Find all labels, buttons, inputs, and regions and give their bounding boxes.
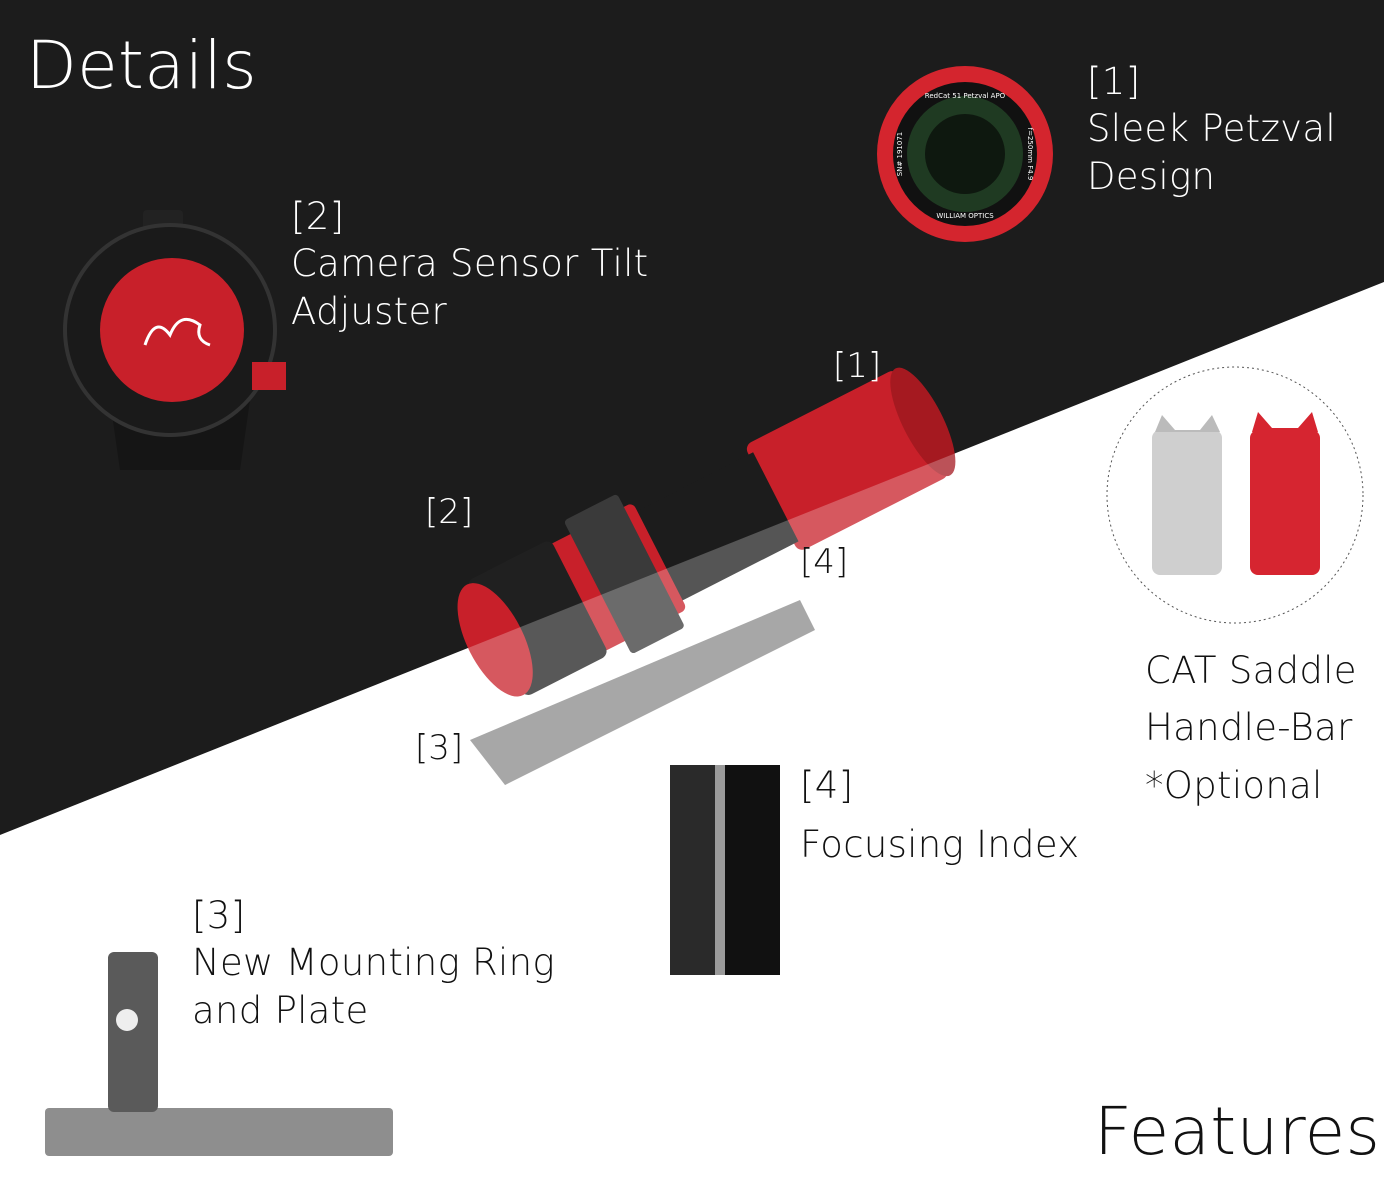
callout-text: Camera Sensor Tilt (291, 242, 649, 286)
callout-2: [2] Camera Sensor Tilt Adjuster (291, 193, 648, 335)
callout-3: [3] New Mounting Ring and Plate (192, 892, 555, 1034)
callout-text: Adjuster (291, 289, 448, 333)
callout-text: and Plate (192, 988, 369, 1032)
saddle-text: CAT Saddle (1145, 649, 1357, 692)
telescope-label-2: [2] (425, 492, 474, 532)
tilt-adjuster-image (63, 210, 286, 470)
callout-text: New Mounting Ring (192, 941, 555, 985)
cat-saddle-image (1106, 366, 1364, 624)
lens-front-image: RedCat 51 Petzval APO WILLIAM OPTICS f=2… (877, 66, 1053, 242)
svg-text:WILLIAM OPTICS: WILLIAM OPTICS (936, 212, 994, 220)
mounting-ring-image (45, 952, 393, 1156)
telescope-label-3: [3] (415, 728, 464, 768)
focusing-index-image (670, 765, 780, 975)
svg-text:RedCat 51 Petzval APO: RedCat 51 Petzval APO (925, 92, 1006, 100)
page-title: Details (26, 27, 257, 104)
svg-text:f=250mm F4.9: f=250mm F4.9 (1026, 128, 1034, 181)
saddle-text: *Optional (1145, 763, 1323, 807)
dark-diagonal-panel (0, 0, 1384, 835)
callout-tag: [3] (192, 894, 246, 937)
callout-text: Design (1087, 154, 1216, 198)
callout-tag: [2] (291, 195, 345, 238)
callout-text: Sleek Petzval (1087, 107, 1336, 151)
callout-tag: [1] (1087, 60, 1141, 103)
saddle-text: Handle-Bar (1145, 706, 1353, 750)
callout-tag: [4] (800, 764, 854, 807)
telescope-label-4: [4] (800, 542, 849, 582)
saddle-caption: CAT Saddle Handle-Bar *Optional (1145, 642, 1357, 814)
telescope-image (0, 282, 1384, 840)
features-title: Features (1094, 1093, 1381, 1170)
callout-1: [1] Sleek Petzval Design (1087, 58, 1336, 200)
svg-text:SN# 191071: SN# 191071 (896, 132, 904, 177)
telescope-label-1: [1] (833, 346, 882, 386)
callout-text: Focusing Index (800, 823, 1080, 867)
callout-4: [4] Focusing Index (800, 756, 1079, 874)
